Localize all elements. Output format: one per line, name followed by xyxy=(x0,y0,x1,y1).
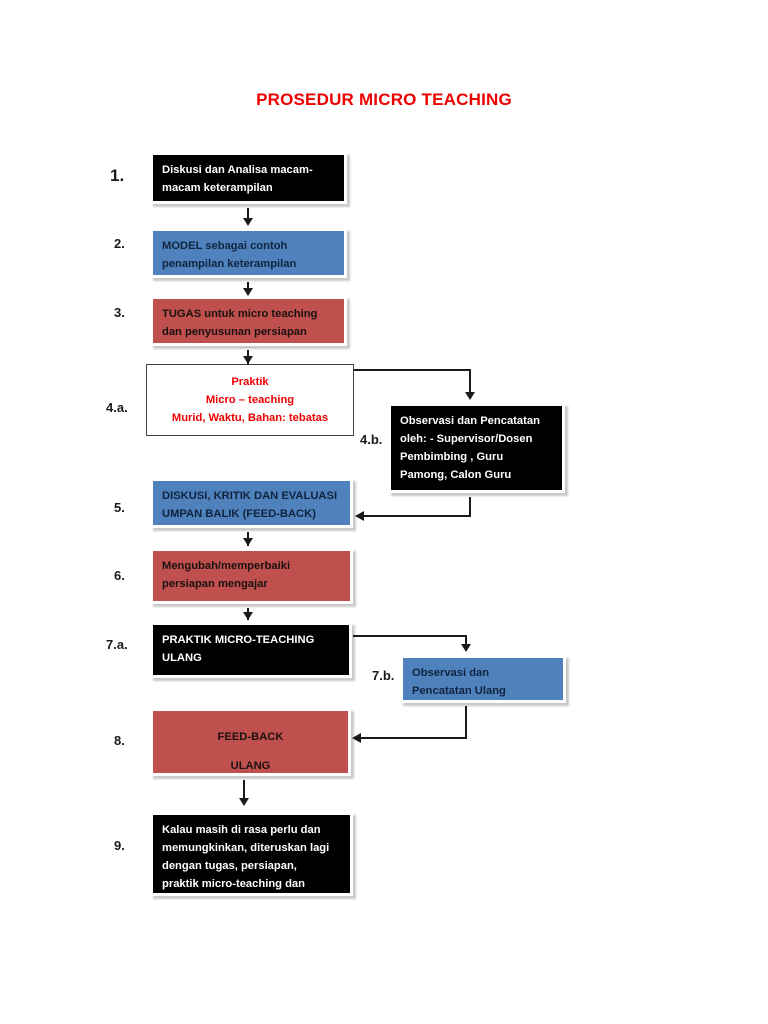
step-box-3[interactable]: TUGAS untuk micro teaching dan penyusuna… xyxy=(150,296,347,346)
arrowhead-7a-to-7b xyxy=(461,644,471,652)
step-box-4b-line-4: Pamong, Calon Guru xyxy=(400,469,512,482)
arrowhead-2-to-3 xyxy=(243,288,253,296)
step-number-6: 6. xyxy=(114,568,125,583)
step-box-5[interactable]: DISKUSI, KRITIK DAN EVALUASI UMPAN BALIK… xyxy=(150,478,353,528)
step-box-6[interactable]: Mengubah/memperbaiki persiapan mengajar xyxy=(150,548,353,604)
step-box-7a-line-1: PRAKTIK MICRO-TEACHING xyxy=(162,634,315,646)
connector-1-to-2 xyxy=(247,208,249,220)
connector-7b-to-8-horizontal xyxy=(360,737,467,739)
step-box-6-line-2: persiapan mengajar xyxy=(162,578,268,591)
page-title: PROSEDUR MICRO TEACHING xyxy=(256,90,512,109)
step-number-9: 9. xyxy=(114,838,125,853)
step-number-2: 2. xyxy=(114,236,125,251)
step-number-5: 5. xyxy=(114,500,125,515)
step-box-4a-line-2: Micro – teaching xyxy=(205,394,295,407)
step-box-3-line-2: dan penyusunan persiapan xyxy=(162,326,307,339)
step-number-4a: 4.a. xyxy=(106,400,128,415)
connector-7b-to-8-vertical xyxy=(465,706,467,739)
step-box-1[interactable]: Diskusi dan Analisa macam- macam keteram… xyxy=(150,152,347,204)
step-box-4b-line-1: Observasi dan Pencatatan xyxy=(400,415,540,427)
connector-2-to-3 xyxy=(247,282,249,292)
arrowhead-8-to-9 xyxy=(239,798,249,806)
step-box-7b[interactable]: Observasi dan Pencatatan Ulang xyxy=(400,655,566,703)
step-box-4a-line-1: Praktik xyxy=(231,376,269,388)
step-box-7b-line-2: Pencatatan Ulang xyxy=(412,685,506,698)
step-box-9-line-3: dengan tugas, persiapan, xyxy=(162,860,297,873)
connector-4b-to-5-horizontal xyxy=(362,515,471,517)
step-number-7a: 7.a. xyxy=(106,637,128,652)
step-box-4a[interactable]: Praktik Micro – teaching Murid, Waktu, B… xyxy=(146,364,354,436)
arrowhead-4b-to-5 xyxy=(355,511,364,521)
step-box-7a-line-2: ULANG xyxy=(162,652,202,665)
step-number-4b: 4.b. xyxy=(360,432,383,447)
arrowhead-4a-to-4b xyxy=(465,392,475,400)
arrowhead-6-to-7a xyxy=(243,612,253,620)
step-box-7b-line-1: Observasi dan xyxy=(412,667,490,679)
step-box-9-line-4: praktik micro-teaching dan xyxy=(162,878,305,891)
step-number-7b: 7.b. xyxy=(372,668,395,683)
step-box-2-line-1: MODEL sebagai contoh xyxy=(162,240,288,252)
step-box-9[interactable]: Kalau masih di rasa perlu dan memungkink… xyxy=(150,812,353,896)
step-box-2-line-2: penampilan keterampilan xyxy=(162,258,297,271)
arrowhead-1-to-2 xyxy=(243,218,253,226)
step-number-3: 3. xyxy=(114,305,125,320)
connector-7a-to-7b-vertical xyxy=(465,635,467,649)
connector-7a-to-7b-horizontal xyxy=(353,635,467,637)
step-box-4b-line-3: Pembimbing , Guru xyxy=(400,451,504,464)
arrowhead-5-to-6 xyxy=(243,538,253,546)
step-box-9-line-1: Kalau masih di rasa perlu dan xyxy=(162,824,321,836)
step-box-4b-line-2: oleh: - Supervisor/Dosen xyxy=(400,433,533,446)
step-box-2[interactable]: MODEL sebagai contoh penampilan keteramp… xyxy=(150,228,347,278)
connector-4b-to-5-vertical xyxy=(469,497,471,517)
connector-4a-to-4b-horizontal xyxy=(354,369,470,371)
step-box-1-line-2: macam keterampilan xyxy=(162,182,273,195)
step-box-6-line-1: Mengubah/memperbaiki xyxy=(162,560,291,572)
arrowhead-3-to-4a xyxy=(243,356,253,364)
step-box-8-line-2: ULANG xyxy=(230,760,271,773)
connector-4a-to-4b-vertical xyxy=(469,369,471,397)
step-box-1-line-1: Diskusi dan Analisa macam- xyxy=(162,164,313,176)
step-box-4a-line-3: Murid, Waktu, Bahan: tebatas xyxy=(171,412,329,425)
connector-8-to-9 xyxy=(243,780,245,804)
step-box-5-line-2: UMPAN BALIK (FEED-BACK) xyxy=(162,508,316,521)
step-box-8-line-1: FEED-BACK xyxy=(217,731,284,743)
step-box-8[interactable]: FEED-BACK ULANG xyxy=(150,708,351,776)
step-box-5-line-1: DISKUSI, KRITIK DAN EVALUASI xyxy=(162,490,338,502)
step-number-1: 1. xyxy=(110,166,125,185)
step-box-9-line-2: memungkinkan, diteruskan lagi xyxy=(162,842,330,855)
step-box-7a[interactable]: PRAKTIK MICRO-TEACHING ULANG xyxy=(150,622,352,678)
arrowhead-7b-to-8 xyxy=(352,733,361,743)
step-number-8: 8. xyxy=(114,733,125,748)
step-box-4b[interactable]: Observasi dan Pencatatan oleh: - Supervi… xyxy=(388,403,565,493)
step-box-3-line-1: TUGAS untuk micro teaching xyxy=(162,308,318,320)
